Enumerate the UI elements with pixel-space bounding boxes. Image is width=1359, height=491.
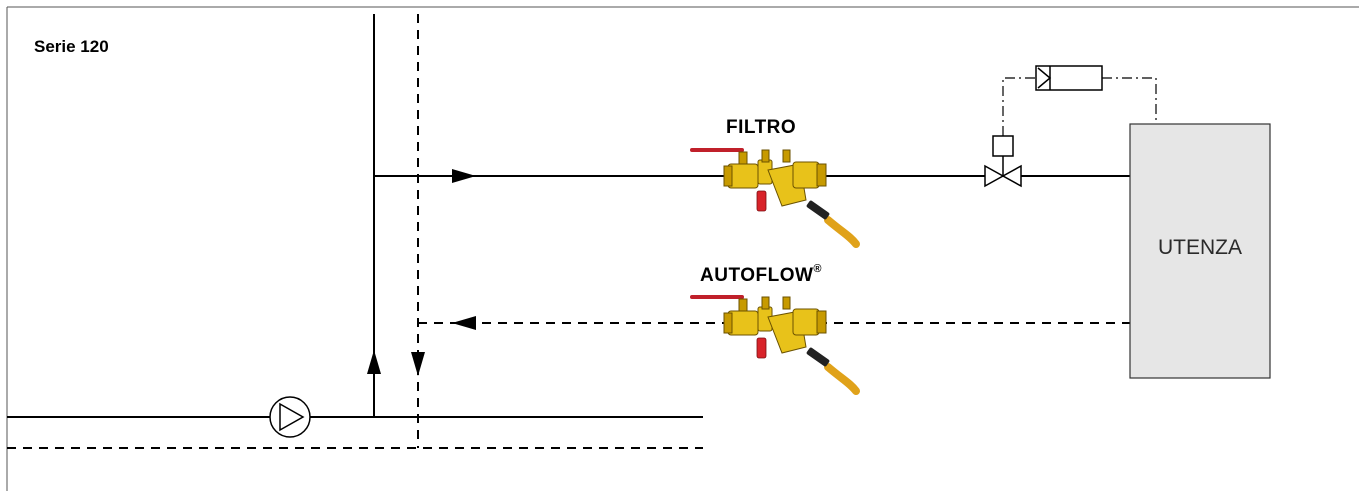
pump-icon — [269, 396, 311, 438]
primary-circuit — [7, 416, 703, 449]
measuring-hose — [824, 363, 860, 395]
flow-arrow-right-icon — [452, 169, 476, 183]
signal-line — [1002, 77, 1157, 136]
user-box — [1129, 123, 1271, 379]
controller-icon — [1035, 65, 1103, 91]
valve-label-autoflow: AUTOFLOW® — [700, 263, 822, 286]
flow-arrow-up-icon — [367, 350, 381, 374]
balancing-valve-icon — [690, 148, 860, 248]
valve-tag — [756, 190, 767, 212]
measuring-hose — [824, 216, 860, 248]
autoflow-text: AUTOFLOW — [700, 265, 813, 286]
valve-label-filtro: FILTRO — [726, 117, 796, 138]
flow-arrow-down-icon — [411, 352, 425, 376]
valve-tag — [756, 337, 767, 359]
user-box-label: UTENZA — [1158, 236, 1242, 259]
actuator-icon — [992, 135, 1014, 157]
registered-mark: ® — [813, 263, 822, 275]
balancing-valve-icon — [690, 295, 860, 395]
control-valve-icon — [984, 156, 1022, 188]
flow-arrow-left-icon — [452, 316, 476, 330]
diagram-title: Serie 120 — [34, 37, 109, 56]
frame — [6, 6, 1359, 491]
